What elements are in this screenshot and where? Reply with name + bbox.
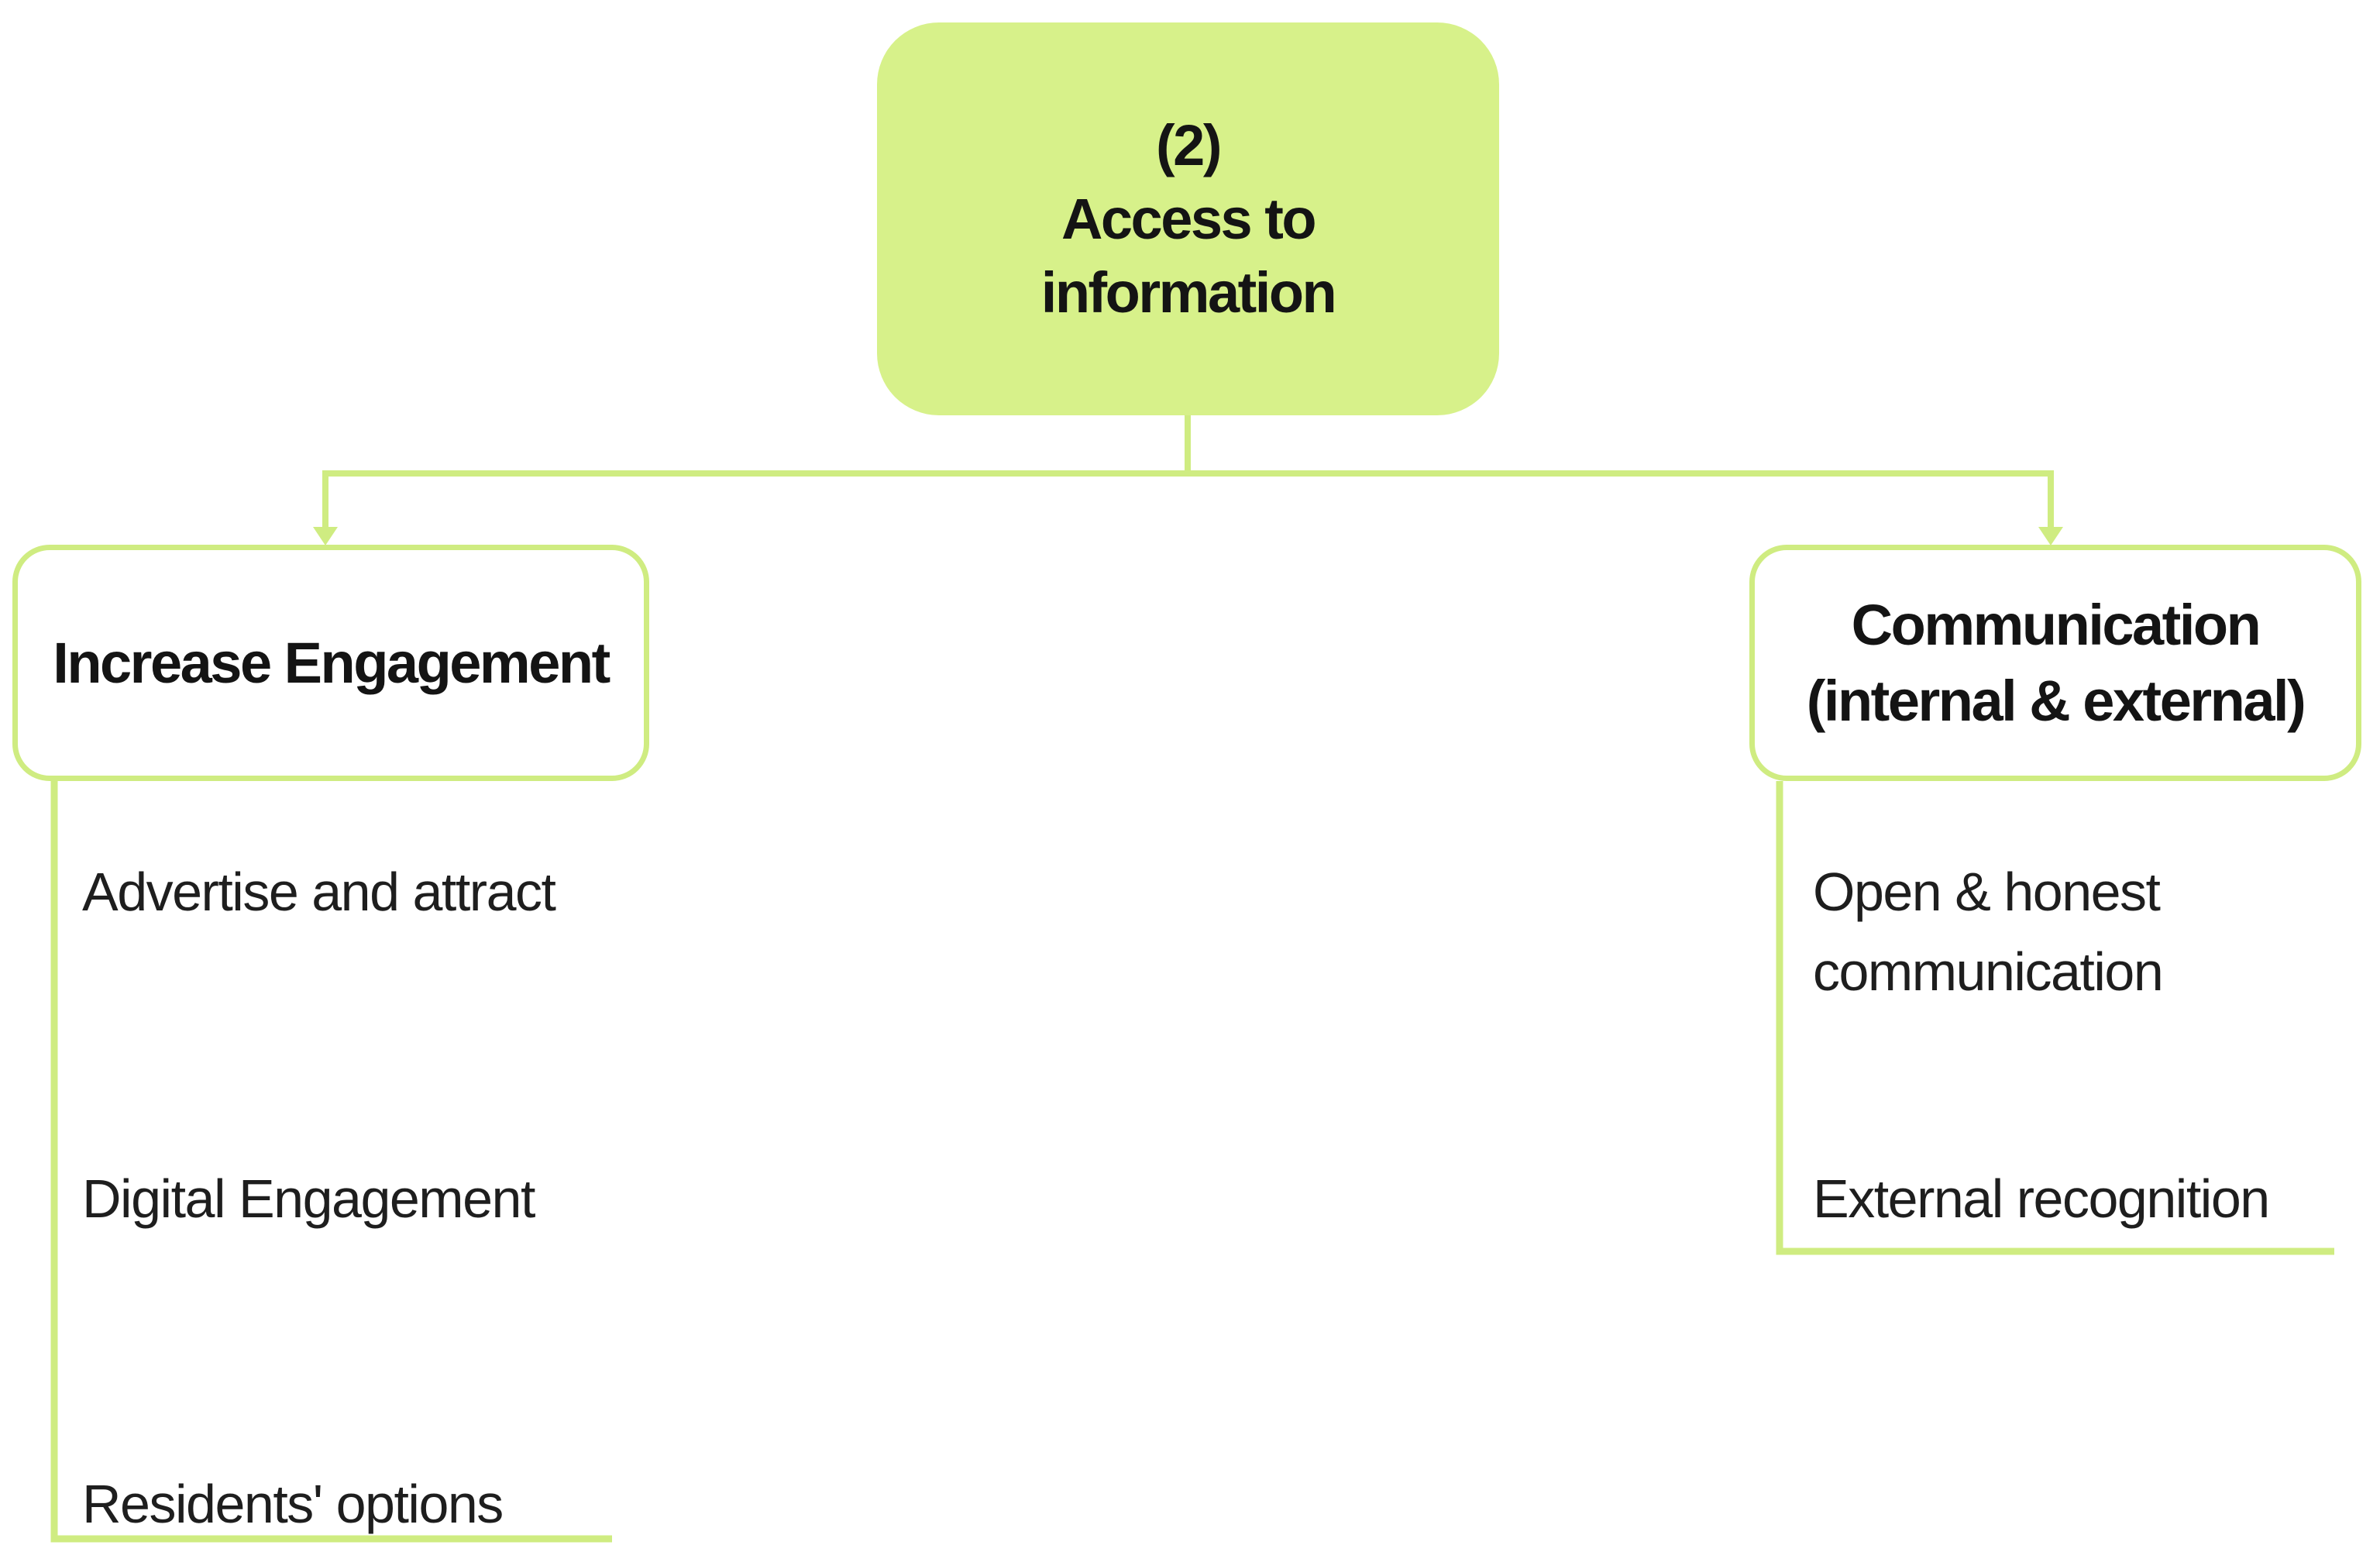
arrow-down-icon-left bbox=[313, 527, 338, 545]
node-increase-engagement-label: Increase Engagement bbox=[53, 630, 610, 695]
right-items-guide-line bbox=[1776, 781, 2334, 1255]
left-items-guide-line bbox=[50, 781, 612, 1543]
node-communication-label: Communication (internal & external) bbox=[1806, 592, 2306, 733]
node-access-to-information-label: (2) Access to information bbox=[1040, 113, 1337, 325]
leaf-external-recognition[interactable]: External recognition bbox=[1813, 1168, 2270, 1229]
leaf-open-honest-communication[interactable]: Open & honest communication bbox=[1813, 862, 2164, 1002]
node-access-to-information[interactable]: (2) Access to information bbox=[877, 22, 1499, 415]
leaf-digital-engagement[interactable]: Digital Engagement bbox=[82, 1168, 535, 1229]
leaf-advertise-and-attract[interactable]: Advertise and attract bbox=[82, 862, 556, 922]
leaf-residents-options[interactable]: Residents' options bbox=[82, 1474, 504, 1534]
node-increase-engagement[interactable]: Increase Engagement bbox=[12, 545, 649, 781]
branch-rail-line bbox=[322, 470, 2054, 530]
arrow-down-icon-right bbox=[2038, 527, 2063, 545]
node-communication[interactable]: Communication (internal & external) bbox=[1749, 545, 2361, 781]
